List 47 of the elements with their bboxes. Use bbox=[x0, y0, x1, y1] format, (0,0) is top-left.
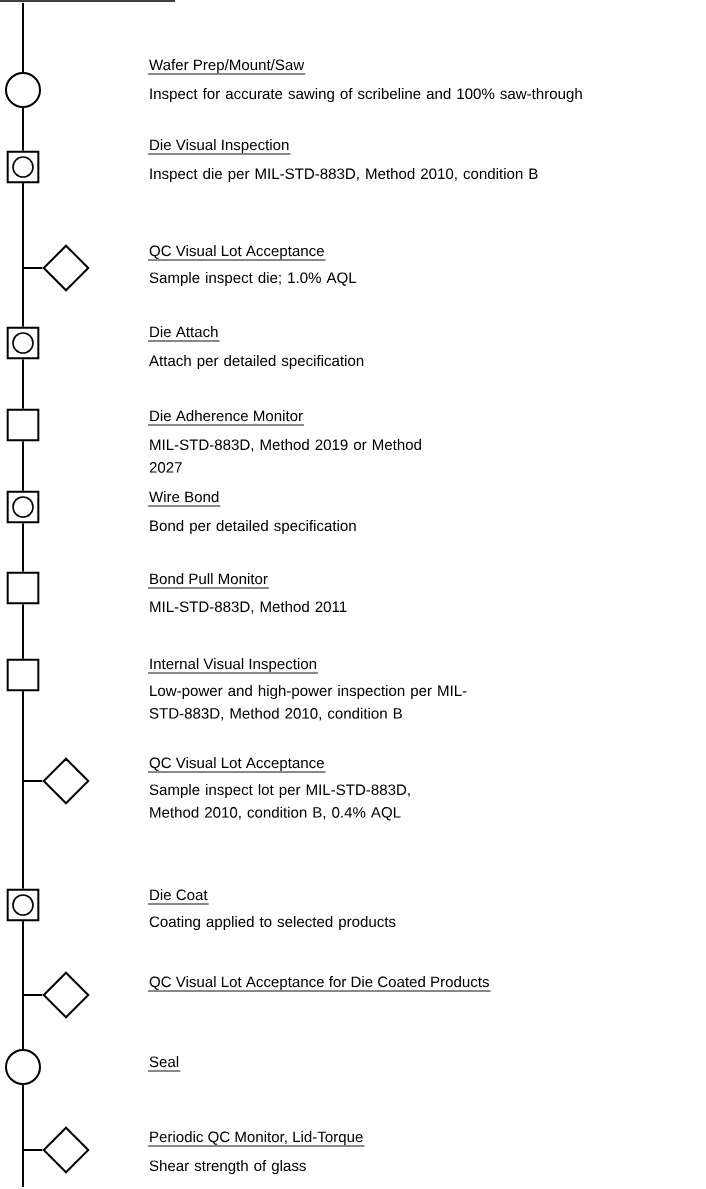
connector-line bbox=[22, 920, 24, 1050]
connector-line bbox=[22, 107, 24, 152]
underlined-heading: Seal bbox=[147, 1056, 181, 1072]
description-text: Coating applied to selected products bbox=[149, 916, 396, 931]
square-symbol bbox=[6, 571, 40, 605]
underlined-heading: QC Visual Lot Acceptance bbox=[147, 245, 327, 261]
connector-line bbox=[22, 440, 24, 492]
description-text: Sample inspect die; 1.0% AQL bbox=[149, 272, 357, 287]
description-text: MIL-STD-883D, Method 2019 or Method 2027 bbox=[149, 439, 421, 473]
underlined-heading: Die Visual Inspection bbox=[147, 139, 291, 155]
connector-line bbox=[22, 2, 24, 73]
underlined-heading: Die Coat bbox=[147, 889, 210, 905]
connector-line bbox=[22, 690, 24, 890]
boxed-circle-symbol bbox=[6, 490, 40, 524]
underlined-heading: QC Visual Lot Acceptance bbox=[147, 757, 327, 773]
diamond-symbol bbox=[42, 971, 90, 1019]
square-symbol bbox=[6, 658, 40, 692]
diamond-symbol bbox=[42, 1126, 90, 1174]
underlined-heading: QC Visual Lot Acceptance for Die Coated Products bbox=[147, 976, 492, 992]
description-text: Shear strength of glass bbox=[149, 1160, 306, 1175]
connector-line bbox=[22, 522, 24, 573]
connector-line bbox=[22, 358, 24, 410]
circle-symbol bbox=[5, 1049, 41, 1085]
description-text: Attach per detailed specification bbox=[149, 355, 364, 370]
description-text: Bond per detailed specification bbox=[150, 520, 356, 535]
description-text: MIL-STD-883D, Method 2011 bbox=[150, 601, 347, 614]
circle-symbol bbox=[5, 72, 41, 108]
boxed-circle-symbol bbox=[6, 326, 40, 360]
underlined-heading: Wafer Prep/Mount/Saw bbox=[147, 59, 306, 75]
diamond-symbol bbox=[42, 757, 90, 805]
underlined-heading: Wire Bond bbox=[147, 491, 221, 507]
square-symbol bbox=[6, 408, 40, 442]
description-text: Inspect for accurate sawing of scribeline and 100% saw-through bbox=[150, 88, 582, 103]
description-text: Inspect die per MIL-STD-883D, Method 2010, condition B bbox=[150, 168, 538, 183]
description-text: Low-power and high-power inspection per MIL-STD-883D, Method 2010, condition B bbox=[149, 685, 467, 721]
description-text: Sample inspect lot per MIL-STD-883D, Method 2010, condition B, 0.4% AQL bbox=[149, 784, 410, 821]
boxed-circle-symbol bbox=[6, 150, 40, 184]
connector-line bbox=[22, 1084, 24, 1188]
underlined-heading: Internal Visual Inspection bbox=[147, 658, 319, 674]
diamond-symbol bbox=[42, 244, 90, 292]
connector-line bbox=[22, 603, 24, 660]
underlined-heading: Periodic QC Monitor, Lid-Torque bbox=[147, 1131, 365, 1147]
underlined-heading: Bond Pull Monitor bbox=[147, 573, 270, 589]
boxed-circle-symbol bbox=[6, 888, 40, 922]
underlined-heading: Die Adherence Monitor bbox=[147, 410, 305, 426]
connector-line bbox=[22, 182, 24, 328]
underlined-heading: Die Attach bbox=[147, 326, 220, 342]
